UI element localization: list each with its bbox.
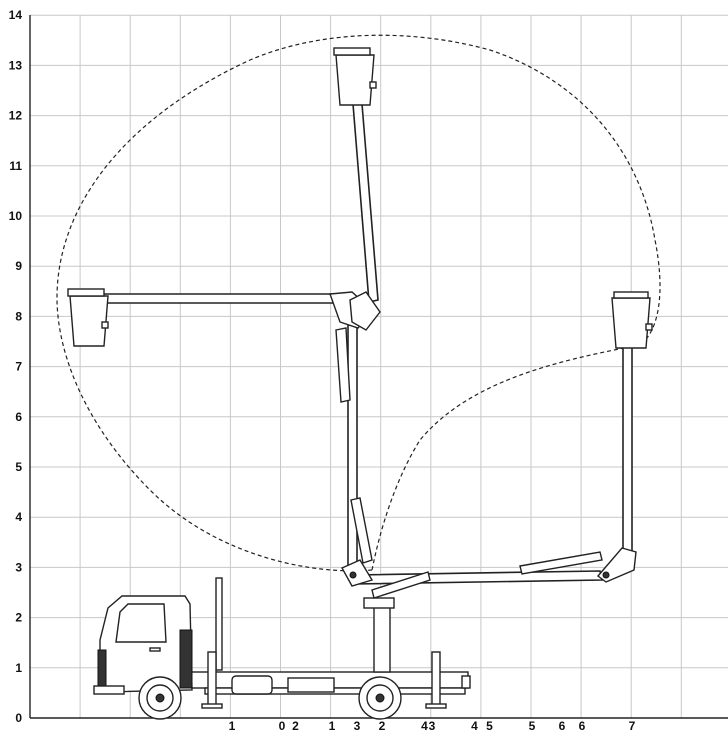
y-tick-label: 4 [15, 510, 22, 524]
y-tick-label: 14 [9, 8, 23, 22]
working-envelope-outline [56, 34, 661, 572]
y-tick-label: 2 [15, 611, 22, 625]
front-wheel-hub [155, 693, 165, 703]
x-tick-label: 3 [429, 719, 436, 731]
cab-rear-frame [179, 629, 193, 689]
right-basket [611, 297, 651, 349]
upper-boom-right [622, 345, 633, 567]
cab-grille [97, 649, 107, 689]
y-tick-label: 9 [15, 259, 22, 273]
left-horizontal-boom [99, 293, 346, 304]
y-tick-label: 1 [15, 661, 22, 675]
top-basket [335, 54, 375, 106]
x-tick-label: 3 [354, 719, 361, 731]
cab-bumper [93, 685, 125, 695]
fuel-tank [231, 675, 273, 695]
y-tick-label: 3 [15, 560, 22, 574]
y-tick-label: 0 [15, 711, 22, 725]
right-basket-rim [613, 291, 649, 299]
lower-boom-cylinder [519, 551, 603, 575]
right-basket-control [645, 323, 653, 331]
left-boom-cylinder [335, 327, 351, 403]
rear-outrigger [431, 651, 441, 707]
column-base-pin [349, 571, 357, 579]
cab-door-handle [149, 647, 161, 652]
column-cylinder [350, 497, 373, 564]
column-base-joint [341, 559, 374, 587]
x-tick-label: 0 [279, 719, 286, 731]
cab-window [115, 603, 167, 643]
truck [93, 577, 471, 720]
y-tick-label: 6 [15, 410, 22, 424]
top-inclined-boom [352, 103, 379, 303]
turret-base [363, 597, 395, 609]
x-tick-label: 6 [579, 719, 586, 731]
y-tick-label: 12 [9, 109, 23, 123]
chassis-lower-rail [204, 687, 466, 695]
top-basket-control [369, 81, 377, 89]
y-tick-label: 7 [15, 360, 22, 374]
y-tick-label: 8 [15, 309, 22, 323]
x-tick-label: 1 [329, 719, 336, 731]
x-tick-label: 1 [229, 719, 236, 731]
right-elbow-pin [602, 571, 610, 579]
lower-boom [351, 570, 603, 585]
x-tick-label: 6 [559, 719, 566, 731]
turret-column [373, 605, 391, 673]
y-tick-label: 13 [9, 58, 23, 72]
y-tick-label: 10 [9, 209, 23, 223]
turret-cylinder [371, 571, 431, 599]
x-tick-label: 4 [471, 719, 478, 731]
x-tick-label: 5 [486, 719, 493, 731]
x-tick-label: 2 [292, 719, 299, 731]
left-basket-rim [67, 288, 105, 297]
rear-light [461, 675, 471, 689]
x-tick-label: 5 [529, 719, 536, 731]
main-column [347, 324, 358, 576]
front-outrigger-pad [201, 703, 223, 709]
left-basket [69, 295, 109, 347]
x-tick-label: 2 [379, 719, 386, 731]
front-outrigger [207, 651, 217, 707]
top-boom-joint [349, 291, 381, 331]
exhaust-stack [215, 577, 223, 671]
y-tick-label: 11 [9, 159, 22, 173]
rear-outrigger-pad [425, 703, 447, 709]
left-basket-control [101, 321, 109, 329]
tool-box [287, 677, 335, 693]
aerial-lift [67, 47, 653, 673]
x-tick-label: 4 [421, 719, 428, 731]
top-basket-rim [333, 47, 371, 56]
y-tick-label: 5 [15, 460, 22, 474]
rear-wheel-hub [375, 693, 385, 703]
x-tick-label: 7 [629, 719, 636, 731]
